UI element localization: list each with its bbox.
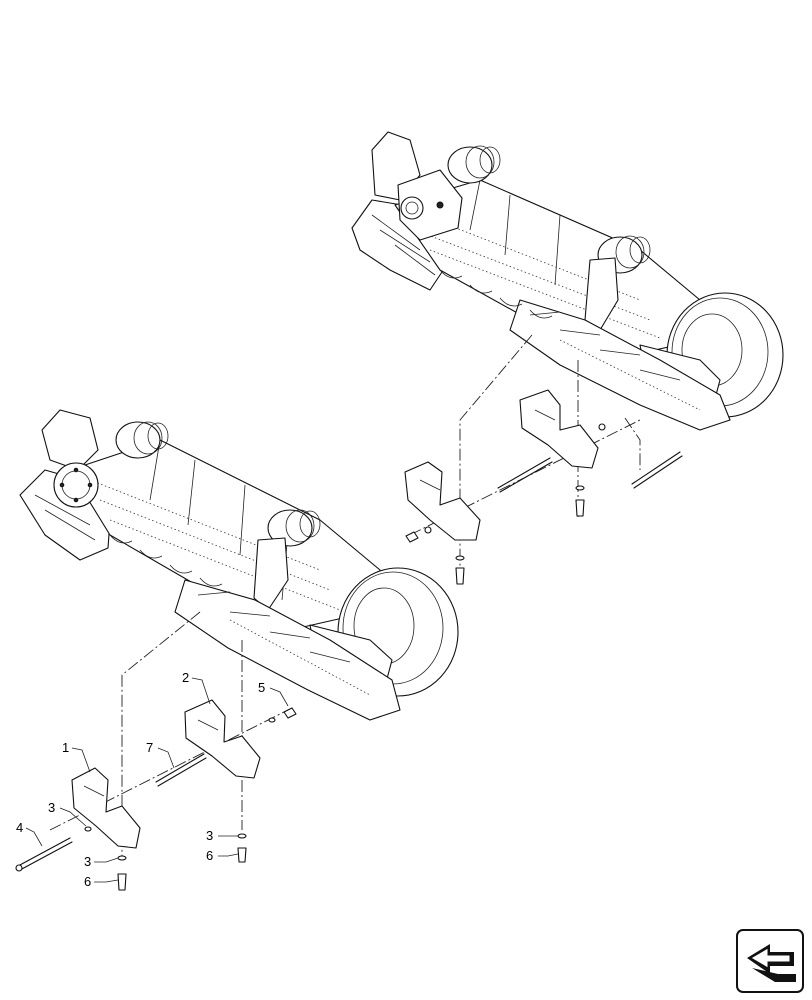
callout-2: 2 xyxy=(182,670,189,685)
callout-6-left: 6 xyxy=(84,874,91,889)
bolt-6b xyxy=(237,847,247,863)
upper-track-frame-assembly xyxy=(351,131,784,431)
previous-page-arrow-icon[interactable] xyxy=(736,929,804,993)
bolt-6a xyxy=(117,873,127,891)
callout-7: 7 xyxy=(146,740,153,755)
washer-3c xyxy=(237,833,247,839)
callout-1: 1 xyxy=(62,740,69,755)
nut-5 xyxy=(283,707,297,719)
callout-3-middle: 3 xyxy=(84,854,91,869)
guide-bracket-2 xyxy=(184,699,261,779)
upper-exploded-parts xyxy=(404,334,683,585)
lower-exploded-parts xyxy=(15,611,297,891)
washer-3a xyxy=(84,826,92,832)
callout-3-right: 3 xyxy=(206,828,213,843)
callout-3-upper: 3 xyxy=(48,800,55,815)
guide-bracket-1 xyxy=(71,767,141,849)
callout-5: 5 xyxy=(258,680,265,695)
washer-3b xyxy=(117,855,127,861)
callout-4: 4 xyxy=(16,820,23,835)
lower-track-frame-assembly xyxy=(19,409,459,721)
callout-6-right: 6 xyxy=(206,848,213,863)
rod-7 xyxy=(155,753,205,783)
callout-labels: 1 2 5 7 3 4 3 6 3 6 xyxy=(16,670,265,889)
pin-4 xyxy=(17,837,71,867)
